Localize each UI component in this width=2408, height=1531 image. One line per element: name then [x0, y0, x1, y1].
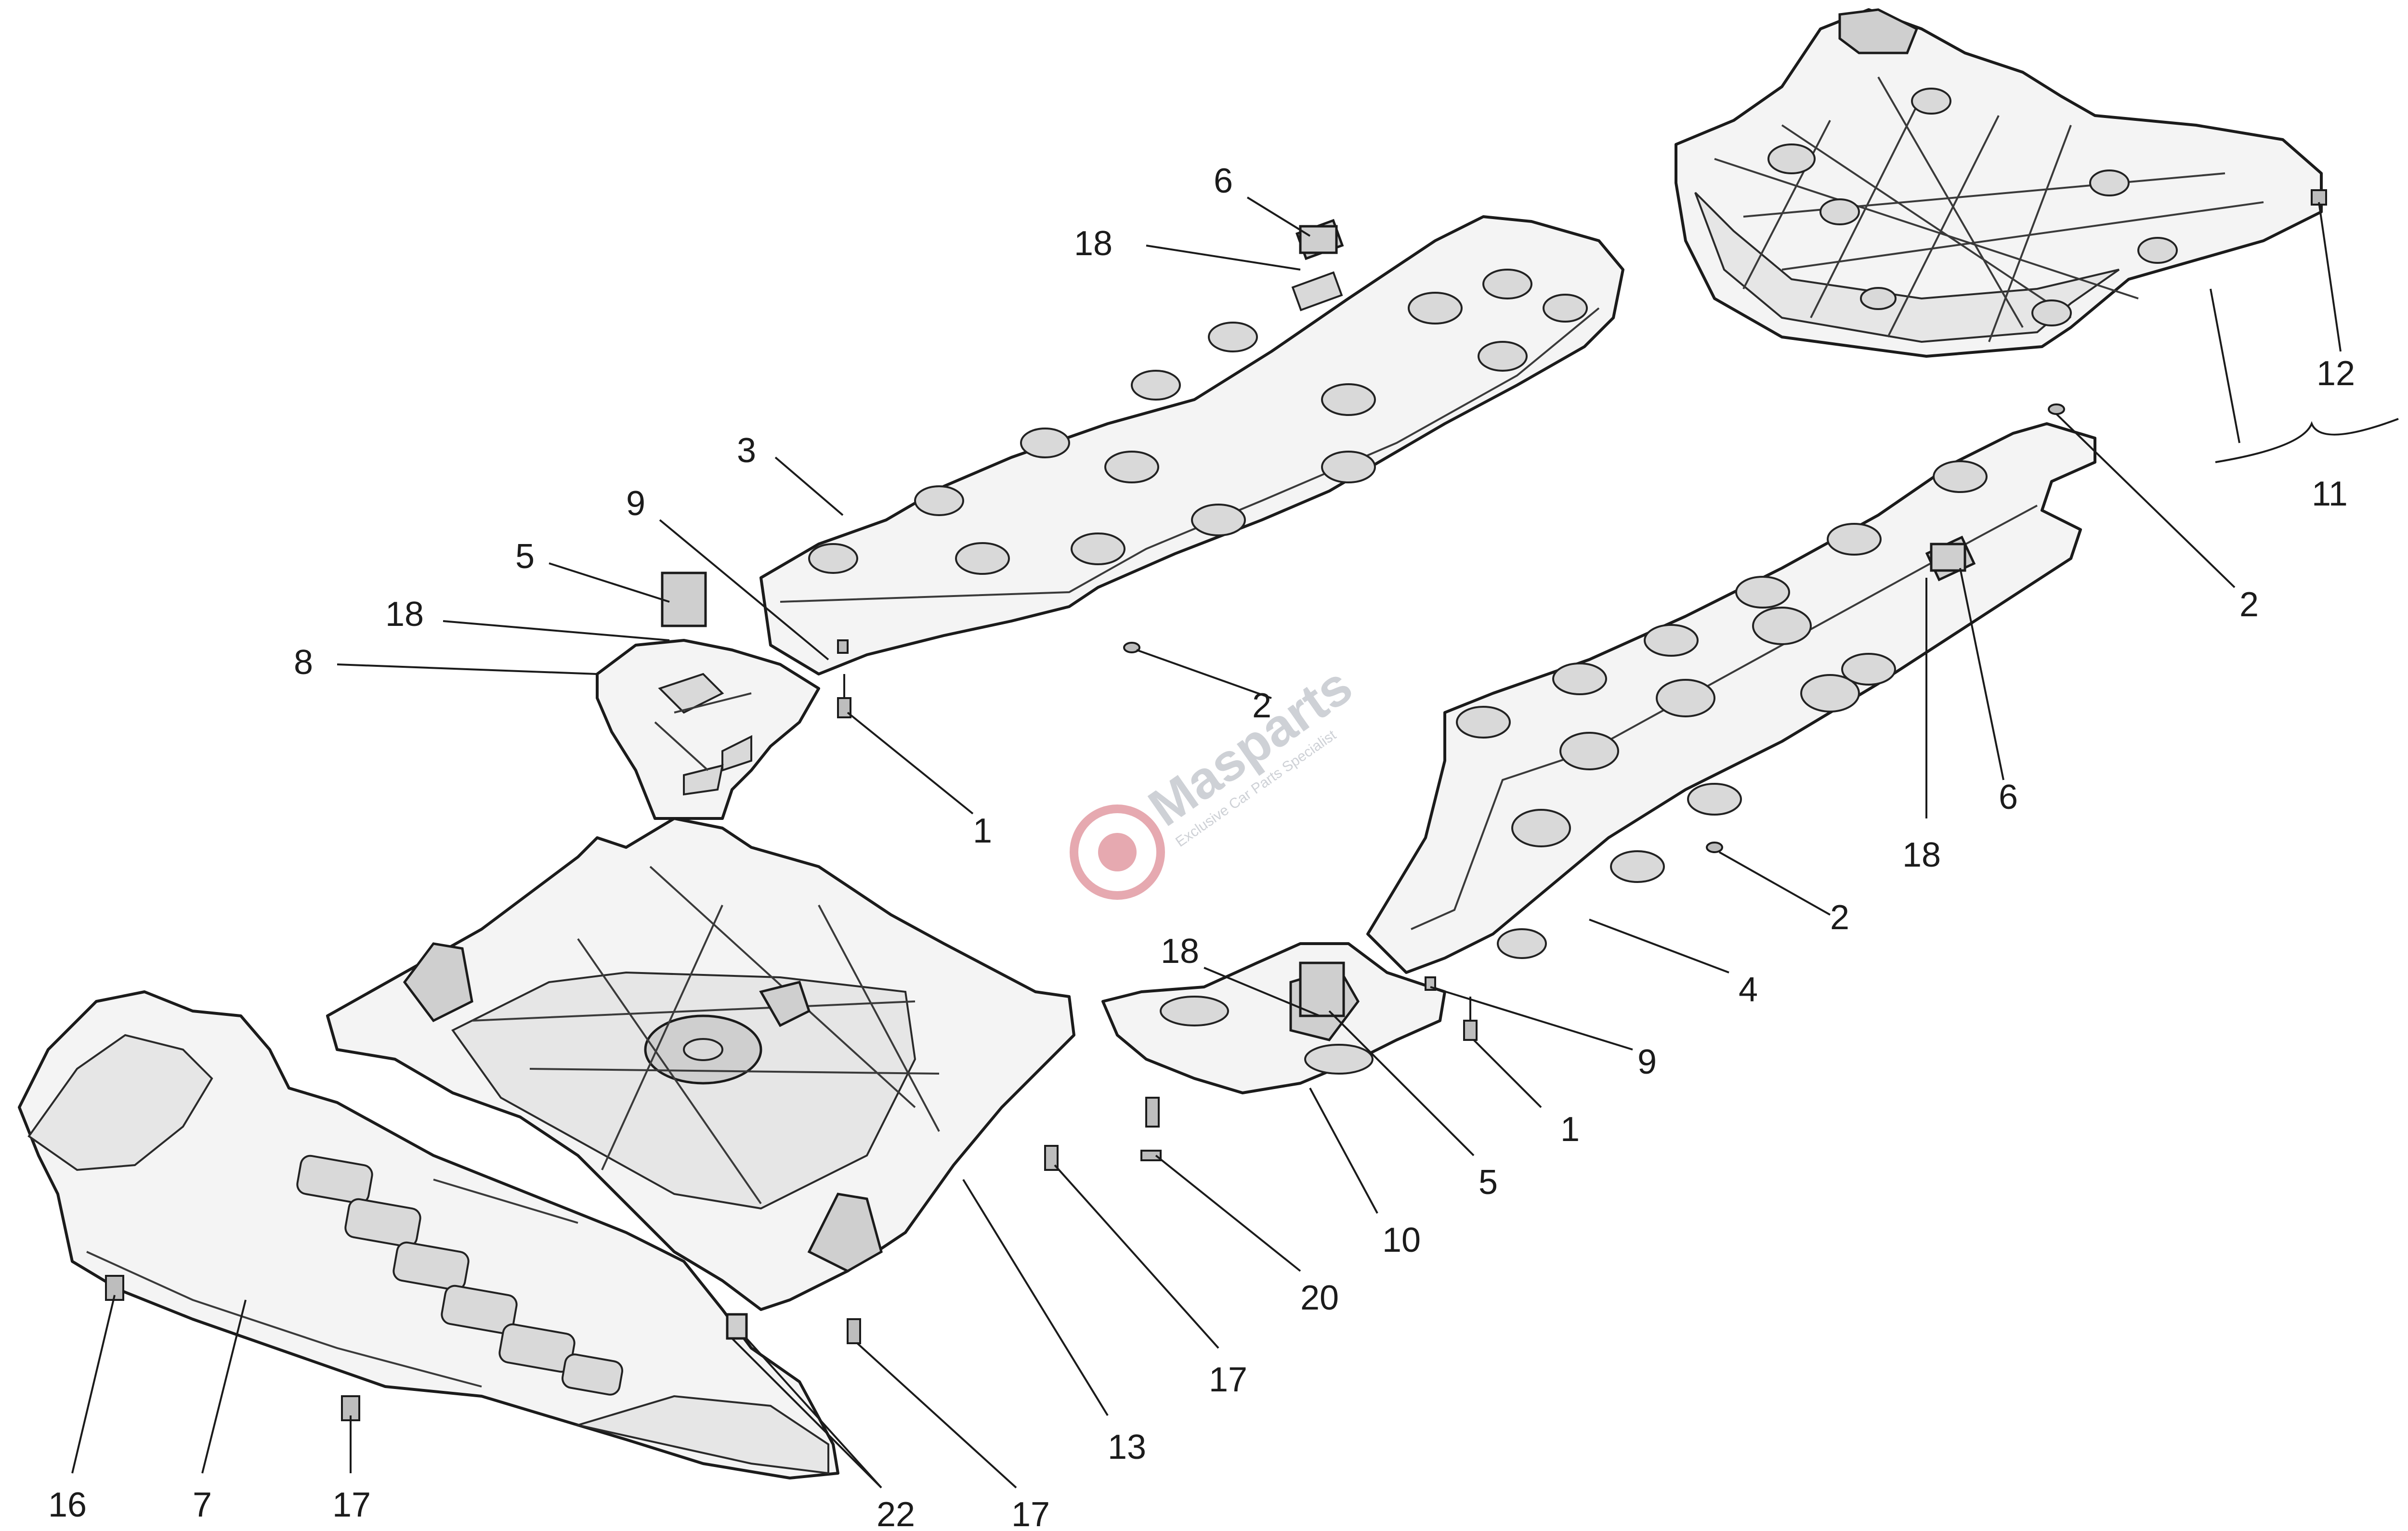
callout-17-b: 17 [332, 1486, 371, 1524]
callout-5-right: 5 [1479, 1163, 1498, 1202]
bolt-1-left [837, 674, 851, 718]
callout-18-right: 18 [1902, 836, 1941, 874]
callout-2-tray: 2 [2239, 585, 2259, 624]
callout-6-top: 6 [1214, 162, 1233, 200]
clip-5-left [661, 571, 707, 627]
callout-12: 12 [2316, 354, 2355, 393]
callout-2-right: 2 [1830, 898, 1849, 937]
callout-1-right: 1 [1560, 1110, 1580, 1149]
bolt-9-left [837, 639, 849, 654]
bolt-1-right [1463, 997, 1478, 1041]
callout-10: 10 [1382, 1221, 1421, 1259]
part-8-bracket [596, 639, 820, 820]
nut-2-top [1123, 642, 1140, 653]
watermark: Masparts Exclusive Car Parts Specialist [1070, 656, 1362, 900]
callout-5-left: 5 [515, 537, 535, 576]
callout-9-left: 9 [626, 484, 645, 523]
clip-6-right [1930, 543, 1966, 572]
part-3-pockets [808, 269, 1588, 575]
callout-2-top: 2 [1252, 687, 1271, 725]
part-11-rear-tray [1675, 8, 2323, 358]
nut-2-right [1706, 842, 1723, 853]
watermark-logo-icon [1070, 804, 1165, 900]
callout-22: 22 [877, 1495, 915, 1531]
callout-6-right: 6 [1999, 778, 2018, 817]
callout-17-c: 17 [1011, 1495, 1050, 1531]
part-13-center-tray [326, 817, 1075, 1311]
callout-17-a: 17 [1209, 1361, 1247, 1399]
callout-16: 16 [48, 1486, 87, 1524]
callout-18-top: 18 [1074, 224, 1112, 263]
leader-lines [71, 196, 2399, 1489]
bolt-17-b [847, 1318, 861, 1344]
part-4-pockets [1456, 460, 1988, 959]
bolt-20 [1140, 1097, 1162, 1161]
callout-1-left: 1 [973, 812, 992, 850]
callout-13: 13 [1108, 1428, 1146, 1466]
callout-11: 11 [2312, 475, 2348, 513]
part-4-side-panel [1366, 422, 2096, 974]
clip-5-right [1299, 961, 1345, 1017]
callout-4: 4 [1739, 971, 1758, 1009]
callout-9-right: 9 [1637, 1043, 1657, 1081]
part-10-bracket [1101, 942, 1446, 1094]
callout-18-bracket: 18 [1161, 932, 1199, 971]
part-3-side-panel [759, 215, 1624, 675]
callout-8: 8 [294, 643, 313, 682]
callout-18-left: 18 [385, 595, 424, 634]
part-7-front-undertray [18, 990, 839, 1479]
nut-2-tray [2048, 403, 2065, 415]
callout-7: 7 [193, 1486, 212, 1524]
clip-6-top [1299, 225, 1338, 254]
part-7-vents [296, 1155, 623, 1396]
callout-20: 20 [1300, 1279, 1339, 1317]
callout-3: 3 [737, 431, 756, 470]
clip-22 [726, 1313, 748, 1340]
callout-labels: 6 18 3 9 5 18 8 2 1 12 11 2 6 18 2 4 18 … [48, 162, 2355, 1531]
